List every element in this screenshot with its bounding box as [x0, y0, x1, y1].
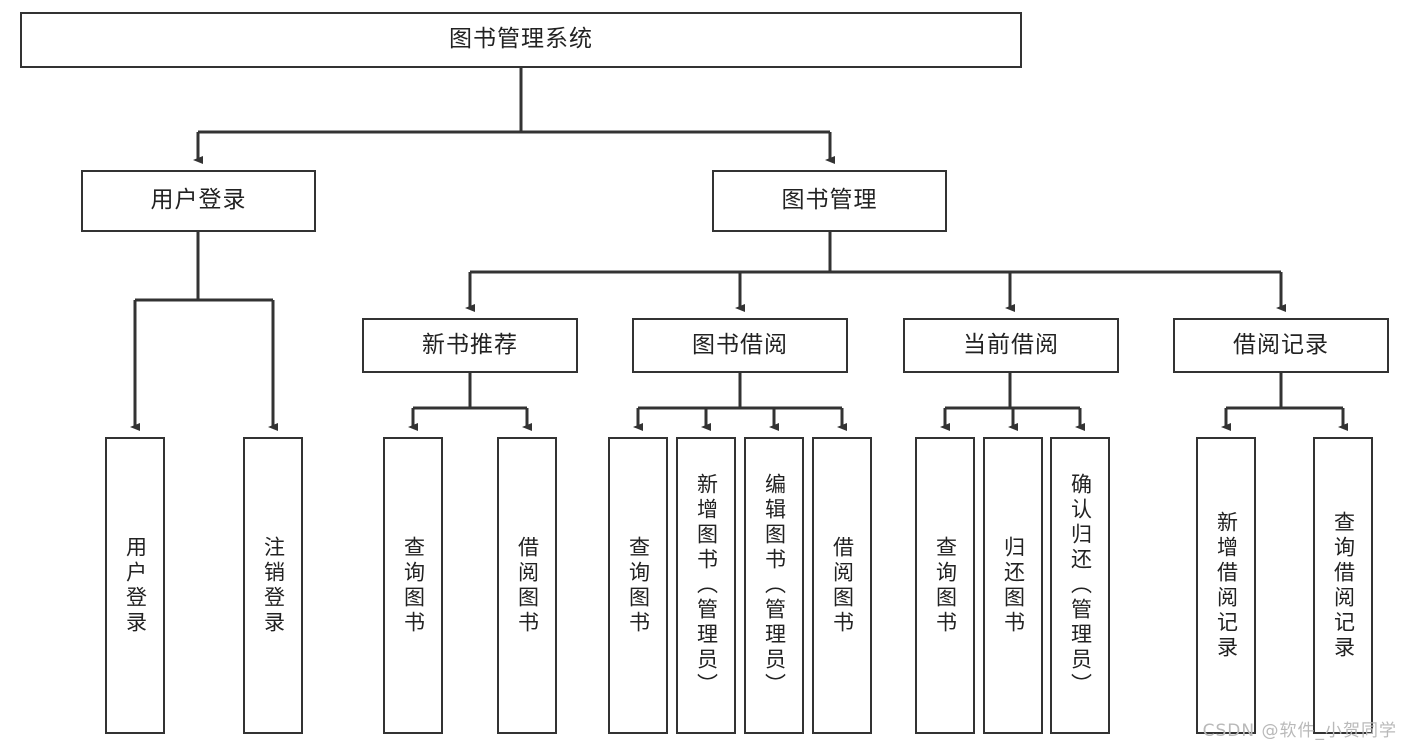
leaf-recommend-query-book[interactable]: 查询图书: [383, 437, 443, 734]
node-label: 新书推荐: [422, 331, 518, 358]
node-root-system[interactable]: 图书管理系统: [20, 12, 1022, 68]
node-new-book-recommend[interactable]: 新书推荐: [362, 318, 578, 373]
node-user-login[interactable]: 用户登录: [81, 170, 316, 232]
node-label: 借阅记录: [1233, 331, 1329, 358]
node-label: 确认归还（管理员）: [1068, 473, 1093, 698]
node-label: 当前借阅: [963, 331, 1059, 358]
node-label: 图书借阅: [692, 331, 788, 358]
node-current-borrow[interactable]: 当前借阅: [903, 318, 1119, 373]
leaf-current-confirm-return[interactable]: 确认归还（管理员）: [1050, 437, 1110, 734]
node-label: 借阅图书: [830, 535, 855, 636]
node-label: 查询图书: [933, 535, 958, 636]
node-label: 新增借阅记录: [1214, 510, 1239, 661]
node-borrow-record[interactable]: 借阅记录: [1173, 318, 1389, 373]
watermark: CSDN @软件_小贺同学: [1202, 721, 1397, 741]
node-book-borrow[interactable]: 图书借阅: [632, 318, 848, 373]
node-label: 查询图书: [401, 535, 426, 636]
node-label: 用户登录: [123, 535, 148, 636]
leaf-user-login-logout[interactable]: 注销登录: [243, 437, 303, 734]
node-label: 用户登录: [150, 187, 247, 214]
node-label: 图书管理: [781, 187, 878, 214]
leaf-user-login-login[interactable]: 用户登录: [105, 437, 165, 734]
leaf-current-query-book[interactable]: 查询图书: [915, 437, 975, 734]
leaf-borrow-query-book[interactable]: 查询图书: [608, 437, 668, 734]
leaf-borrow-borrow-book[interactable]: 借阅图书: [812, 437, 872, 734]
node-book-management[interactable]: 图书管理: [712, 170, 947, 232]
leaf-recommend-borrow-book[interactable]: 借阅图书: [497, 437, 557, 734]
node-label: 归还图书: [1001, 535, 1026, 636]
node-label: 查询图书: [626, 535, 651, 636]
leaf-current-return-book[interactable]: 归还图书: [983, 437, 1043, 734]
node-label: 新增图书（管理员）: [694, 473, 719, 698]
node-label: 借阅图书: [515, 535, 540, 636]
node-label: 图书管理系统: [449, 26, 593, 53]
node-label: 编辑图书（管理员）: [762, 473, 787, 698]
leaf-borrow-edit-book[interactable]: 编辑图书（管理员）: [744, 437, 804, 734]
leaf-borrow-add-book[interactable]: 新增图书（管理员）: [676, 437, 736, 734]
leaf-record-query-record[interactable]: 查询借阅记录: [1313, 437, 1373, 734]
node-label: 查询借阅记录: [1331, 510, 1356, 661]
node-label: 注销登录: [261, 535, 286, 636]
leaf-record-add-record[interactable]: 新增借阅记录: [1196, 437, 1256, 734]
